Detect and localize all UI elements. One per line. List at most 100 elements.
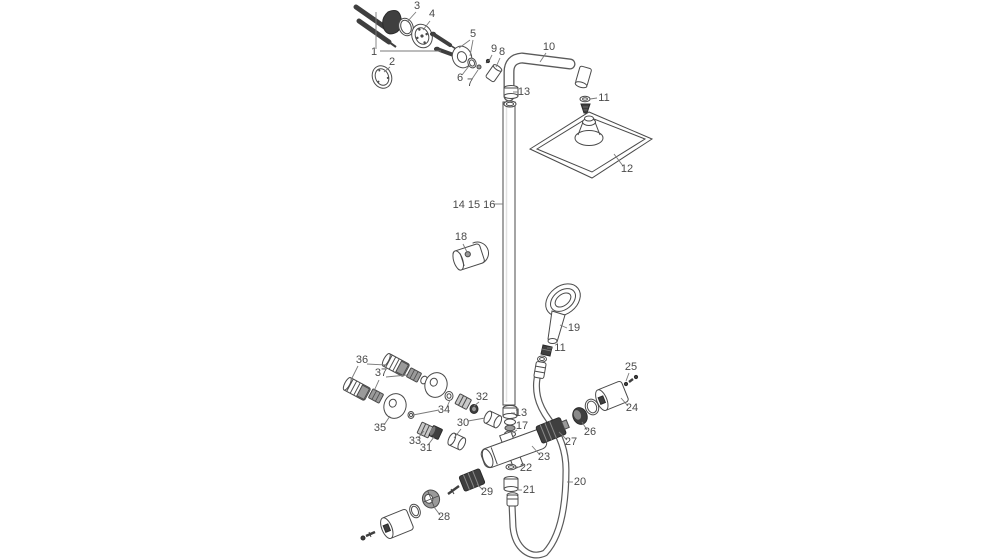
part-label-3: 3 — [414, 0, 420, 12]
washer-11 — [579, 95, 591, 103]
part-label-23: 23 — [538, 451, 550, 463]
union-nut-30a — [483, 410, 503, 429]
part-label-4: 4 — [429, 8, 435, 20]
escutcheon-disc-lower — [383, 393, 407, 419]
adapter-lower — [368, 388, 384, 404]
part-label-19: 19 — [568, 322, 580, 334]
leader-line-26 — [581, 421, 588, 431]
leader-line-17 — [510, 429, 518, 435]
leader-line-7 — [471, 69, 479, 80]
hand-shower-cone-seal — [540, 344, 553, 357]
shower-hose — [506, 365, 570, 559]
hand-shower-holder — [452, 241, 489, 271]
leader-line-31 — [427, 436, 435, 446]
part-label-21: 21 — [523, 484, 535, 496]
hose-end-fitting — [506, 492, 519, 507]
part-label-9: 9 — [491, 43, 497, 55]
part-label-36: 36 — [356, 354, 368, 366]
part-label-18: 18 — [455, 231, 467, 243]
part-label-30: 30 — [457, 417, 469, 429]
part-label-2: 2 — [389, 56, 395, 68]
plate-bolt-1 — [430, 31, 457, 50]
part-label-28: 28 — [438, 511, 450, 523]
shutoff-handle — [380, 508, 414, 539]
leader-line-2 — [383, 66, 391, 73]
part-label-26: 26 — [584, 426, 596, 438]
leader-line-23 — [531, 445, 541, 456]
escutcheon-disc-upper — [424, 372, 448, 398]
part-label-1: 1 — [371, 46, 377, 58]
leader-line-4 — [422, 20, 431, 31]
escutcheon-group — [451, 45, 503, 83]
leader-line-8 — [495, 57, 501, 68]
sleeve-cylinder — [485, 64, 503, 83]
o-ring-small — [467, 57, 477, 69]
part-label-6: 6 — [457, 72, 463, 84]
leader-line-6 — [461, 65, 470, 76]
leader-line-9 — [488, 54, 493, 62]
shower-arm — [503, 52, 592, 102]
arm-union-nut — [503, 85, 519, 99]
leader-line-36 — [366, 363, 387, 366]
leader-line-36 — [350, 365, 359, 381]
hose-nut-21 — [503, 476, 519, 492]
arm-end-cap — [574, 65, 592, 89]
leader-line-12 — [613, 153, 624, 167]
leader-line-34 — [446, 399, 451, 408]
leader-line-28 — [433, 506, 441, 516]
leader-line-30 — [467, 417, 486, 422]
mounting-screw-2 — [356, 18, 397, 48]
wall-bracket — [382, 10, 402, 35]
leader-line-34 — [412, 409, 440, 416]
part-label-27: 27 — [565, 436, 577, 448]
part-label-14-15-16: 14 15 16 — [453, 199, 496, 211]
supply-fittings — [342, 353, 503, 451]
union-nut-30b — [447, 432, 467, 451]
adapter-upper — [406, 367, 422, 383]
leader-line-32 — [473, 401, 480, 407]
part-label-37: 37 — [375, 367, 387, 379]
hand-shower — [533, 283, 581, 379]
part-label-32: 32 — [476, 391, 488, 403]
leader-line-25 — [625, 372, 630, 382]
temperature-handle — [595, 380, 629, 411]
mounting-plate — [411, 23, 433, 49]
spacer-part — [476, 64, 482, 70]
handle-o-ring — [584, 398, 600, 416]
leader-line-33 — [417, 430, 425, 439]
wall-mount-hardware — [353, 4, 467, 89]
leader-line-18 — [462, 243, 468, 253]
part-label-8: 8 — [499, 46, 505, 58]
part-label-12: 12 — [621, 163, 633, 175]
handle-o-ring-2 — [409, 503, 421, 519]
adapter-28 — [421, 489, 441, 509]
mixer-body — [480, 429, 548, 470]
overhead-shower — [528, 95, 654, 179]
leader-line-3 — [406, 11, 417, 23]
leader-line-37 — [385, 374, 408, 378]
part-label-5: 5 — [470, 28, 476, 40]
handle-screw-set-2 — [360, 530, 376, 541]
part-label-7: 7 — [467, 77, 473, 89]
part-label-11: 11 — [598, 92, 609, 104]
leader-line-5 — [469, 39, 474, 57]
part-label-11: 11 — [554, 342, 565, 354]
part-label-20: 20 — [574, 476, 586, 488]
part-label-29: 29 — [481, 486, 493, 498]
hand-shower-washer — [537, 355, 547, 363]
leader-line-30 — [453, 428, 462, 439]
shower-head-plate — [528, 111, 654, 179]
check-washer-32 — [469, 404, 479, 414]
part-label-35: 35 — [374, 422, 386, 434]
leader-line-10 — [539, 52, 547, 63]
part-label-34: 34 — [438, 404, 450, 416]
o-ring-seal — [398, 17, 414, 37]
thermostat-side — [535, 374, 639, 444]
part-label-10: 10 — [543, 41, 555, 53]
part-label-31: 31 — [420, 442, 432, 454]
hose-cone-nut — [533, 361, 547, 379]
leader-line-11 — [589, 97, 598, 100]
